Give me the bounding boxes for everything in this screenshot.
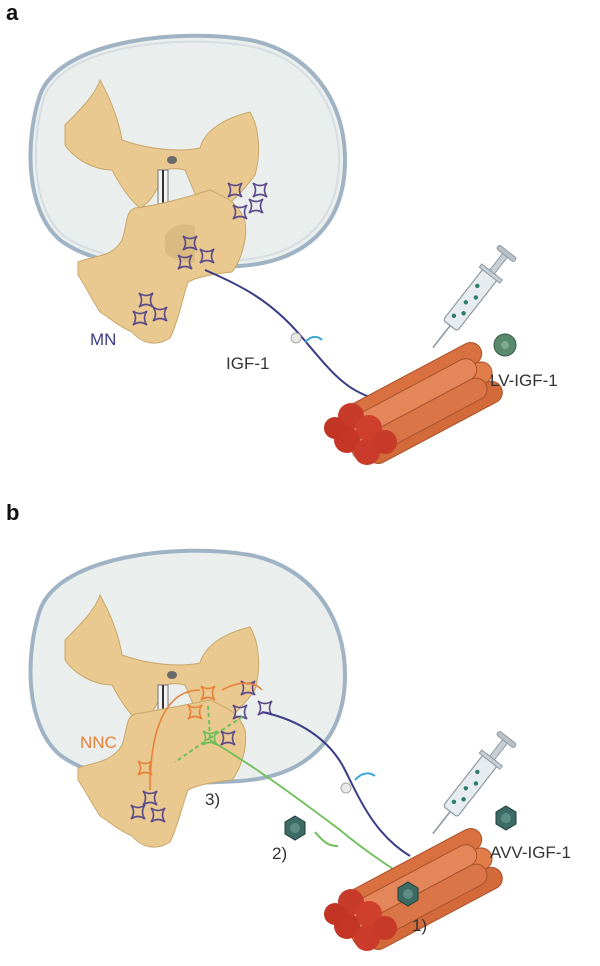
panel-b-igf-particle — [340, 782, 352, 794]
label-nnc: NNC — [80, 733, 117, 752]
label-vector-a: LV-IGF-1 — [490, 371, 558, 390]
panel-b-spinal-cord — [28, 548, 348, 848]
panel-b-spread-arrows — [174, 704, 246, 763]
panel-a-igf-particle — [290, 332, 302, 344]
label-igf-a: IGF-1 — [226, 354, 270, 373]
panel-b-motor-axon — [261, 711, 411, 857]
panel-b-cyan-arrow — [354, 772, 376, 781]
panel-b-nnc-arrow — [149, 689, 201, 791]
panel-b-virus-traveling — [284, 815, 306, 841]
panel-a-retrograde-arrow — [304, 335, 323, 343]
label-mn: MN — [90, 330, 117, 349]
label-vector-b: AVV-IGF-1 — [490, 843, 571, 862]
panel-a-spinal-cord — [28, 33, 348, 344]
panel-a-virus-icon — [493, 333, 517, 357]
label-step3: 3) — [205, 790, 221, 809]
label-step2: 2) — [272, 844, 288, 863]
panel-b-virus-icon — [495, 805, 517, 831]
panel-a-letter: a — [6, 0, 19, 25]
panel-b-letter: b — [6, 500, 20, 525]
panel-a-muscle — [323, 338, 507, 474]
label-step1: 1) — [412, 916, 428, 935]
panel-b-retrograde-path — [209, 739, 411, 881]
